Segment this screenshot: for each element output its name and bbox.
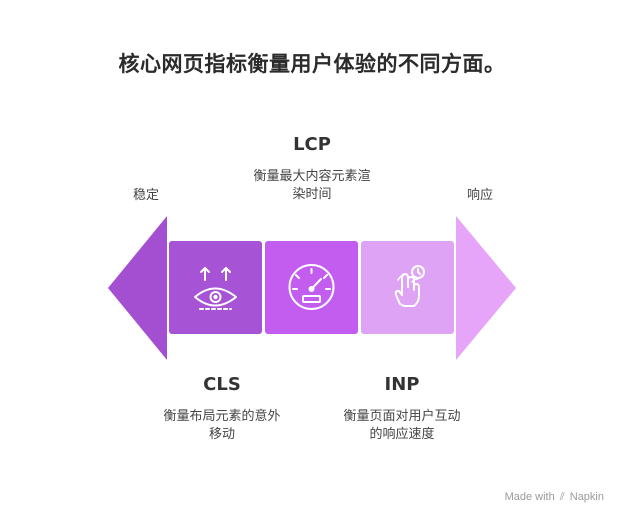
- right-arrow-head: [456, 216, 516, 360]
- hand-clock-icon: [394, 265, 425, 307]
- lcp-description-line1: 衡量最大内容元素渲: [253, 169, 371, 184]
- lcp-description-line2: 染时间: [292, 187, 332, 202]
- right-end-label: 响应: [466, 188, 493, 203]
- cls-description: 衡量布局元素的意外 移动: [140, 408, 304, 444]
- left-end-label: 稳定: [132, 188, 159, 203]
- eye-arrows-icon: [194, 267, 237, 310]
- cls-description-line1: 衡量布局元素的意外: [163, 409, 281, 424]
- cls-description-line2: 移动: [208, 427, 235, 442]
- lcp-description: 衡量最大内容元素渲 染时间: [232, 168, 392, 204]
- lcp-heading: LCP: [293, 134, 331, 155]
- speedometer-icon: [288, 264, 335, 310]
- napkin-logo-icon: ⫽: [559, 491, 565, 503]
- page-title: 核心网页指标衡量用户体验的不同方面。: [118, 52, 506, 76]
- left-arrow-head: [108, 216, 167, 360]
- watermark-text: Made with: [504, 491, 555, 503]
- cls-heading: CLS: [203, 374, 241, 395]
- inp-description: 衡量页面对用户互动 的响应速度: [320, 408, 484, 444]
- napkin-watermark[interactable]: Made with ⫽ Napkin: [505, 491, 604, 504]
- watermark-brand: Napkin: [569, 491, 604, 503]
- inp-heading: INP: [384, 374, 420, 395]
- inp-description-line2: 的响应速度: [369, 427, 435, 442]
- inp-description-line1: 衡量页面对用户互动: [343, 409, 461, 424]
